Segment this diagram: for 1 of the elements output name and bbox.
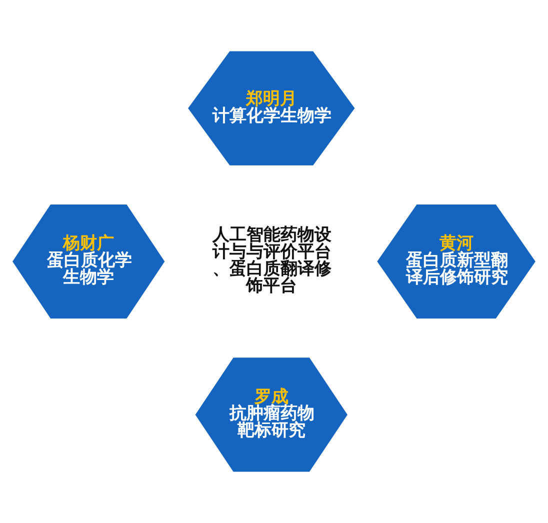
node-text: 人工智能药物设计与与评价平台、蛋白质翻译修饰平台 [212, 224, 332, 295]
